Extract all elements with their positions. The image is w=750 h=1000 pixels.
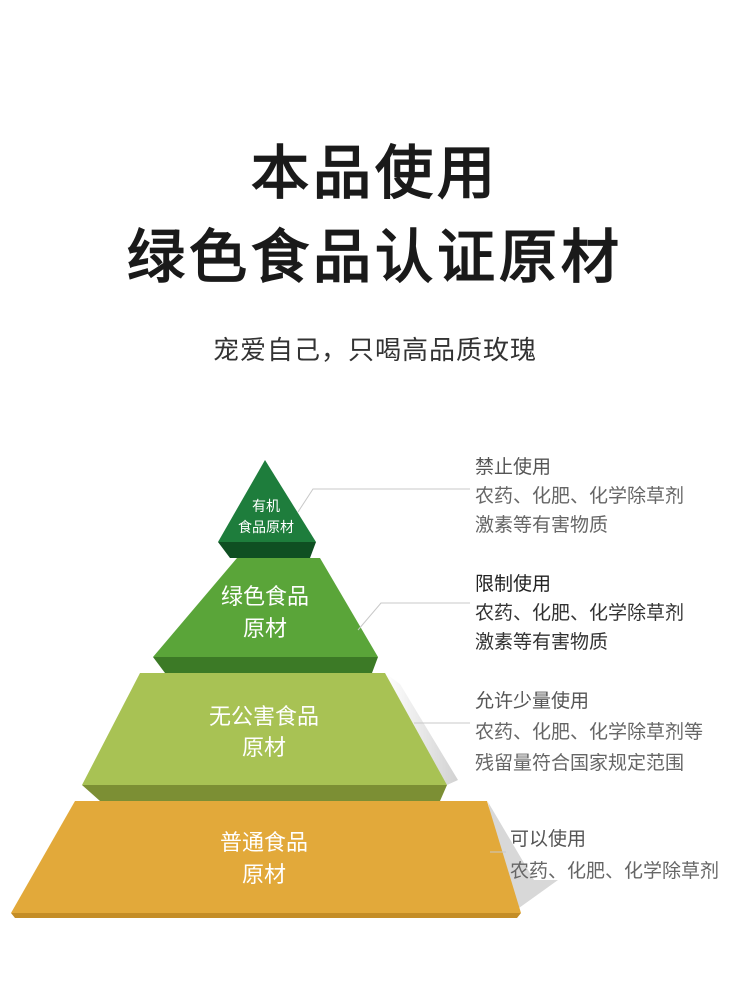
note-ordinary: 可以使用 农药、化肥、化学除草剂 bbox=[510, 823, 719, 887]
subtitle: 宠爱自己，只喝高品质玫瑰 bbox=[212, 336, 537, 366]
tier-label-green-2: 原材 bbox=[243, 617, 287, 642]
note-green: 限制使用 农药、化肥、化学除草剂 激素等有害物质 bbox=[475, 570, 684, 657]
tier-label-ordinary-2: 原材 bbox=[242, 863, 286, 888]
pyramid-tier-pollution-free-side bbox=[385, 673, 458, 785]
note-organic: 禁止使用 农药、化肥、化学除草剂 激素等有害物质 bbox=[475, 453, 684, 540]
tier-label-pollution-free-2: 原材 bbox=[242, 736, 286, 761]
tier-label-organic-1: 有机 bbox=[252, 499, 280, 515]
pyramid-tier-green-shadow bbox=[153, 657, 378, 673]
pyramid-tier-green bbox=[153, 558, 378, 657]
pyramid-tier-organic-shadow bbox=[218, 542, 316, 558]
pyramid-tier-ordinary-base bbox=[11, 913, 521, 918]
title-line-1: 本品使用 bbox=[250, 139, 499, 207]
note-ordinary-heading: 可以使用 bbox=[510, 828, 587, 850]
note-pollution-free-heading: 允许少量使用 bbox=[475, 690, 590, 712]
note-pollution-free-line-2: 残留量符合国家规定范围 bbox=[475, 752, 685, 774]
note-organic-line-1: 农药、化肥、化学除草剂 bbox=[475, 485, 685, 507]
leader-line-green bbox=[357, 602, 470, 631]
title-line-2: 绿色食品认证原材 bbox=[126, 223, 623, 291]
tier-label-ordinary-1: 普通食品 bbox=[220, 831, 308, 856]
note-ordinary-line-1: 农药、化肥、化学除草剂 bbox=[510, 860, 720, 882]
pyramid-tier-ordinary-side bbox=[488, 802, 558, 913]
pyramid-tier-ordinary bbox=[11, 801, 521, 913]
note-pollution-free: 允许少量使用 农药、化肥、化学除草剂等 残留量符合国家规定范围 bbox=[475, 686, 703, 779]
note-green-line-1: 农药、化肥、化学除草剂 bbox=[475, 602, 685, 624]
pyramid-tier-pollution-free-shadow bbox=[82, 785, 447, 801]
leader-line-organic bbox=[297, 488, 470, 513]
tier-label-organic-2: 食品原材 bbox=[238, 519, 294, 536]
note-green-line-2: 激素等有害物质 bbox=[475, 631, 609, 653]
note-organic-line-2: 激素等有害物质 bbox=[475, 514, 609, 536]
pyramid-tier-pollution-free bbox=[82, 673, 447, 785]
tier-label-green-1: 绿色食品 bbox=[221, 585, 309, 610]
note-organic-heading: 禁止使用 bbox=[475, 456, 552, 478]
pyramid-tier-organic bbox=[218, 460, 316, 542]
tier-label-pollution-free-1: 无公害食品 bbox=[209, 705, 319, 730]
note-pollution-free-line-1: 农药、化肥、化学除草剂等 bbox=[475, 721, 704, 743]
note-green-heading: 限制使用 bbox=[475, 573, 552, 595]
